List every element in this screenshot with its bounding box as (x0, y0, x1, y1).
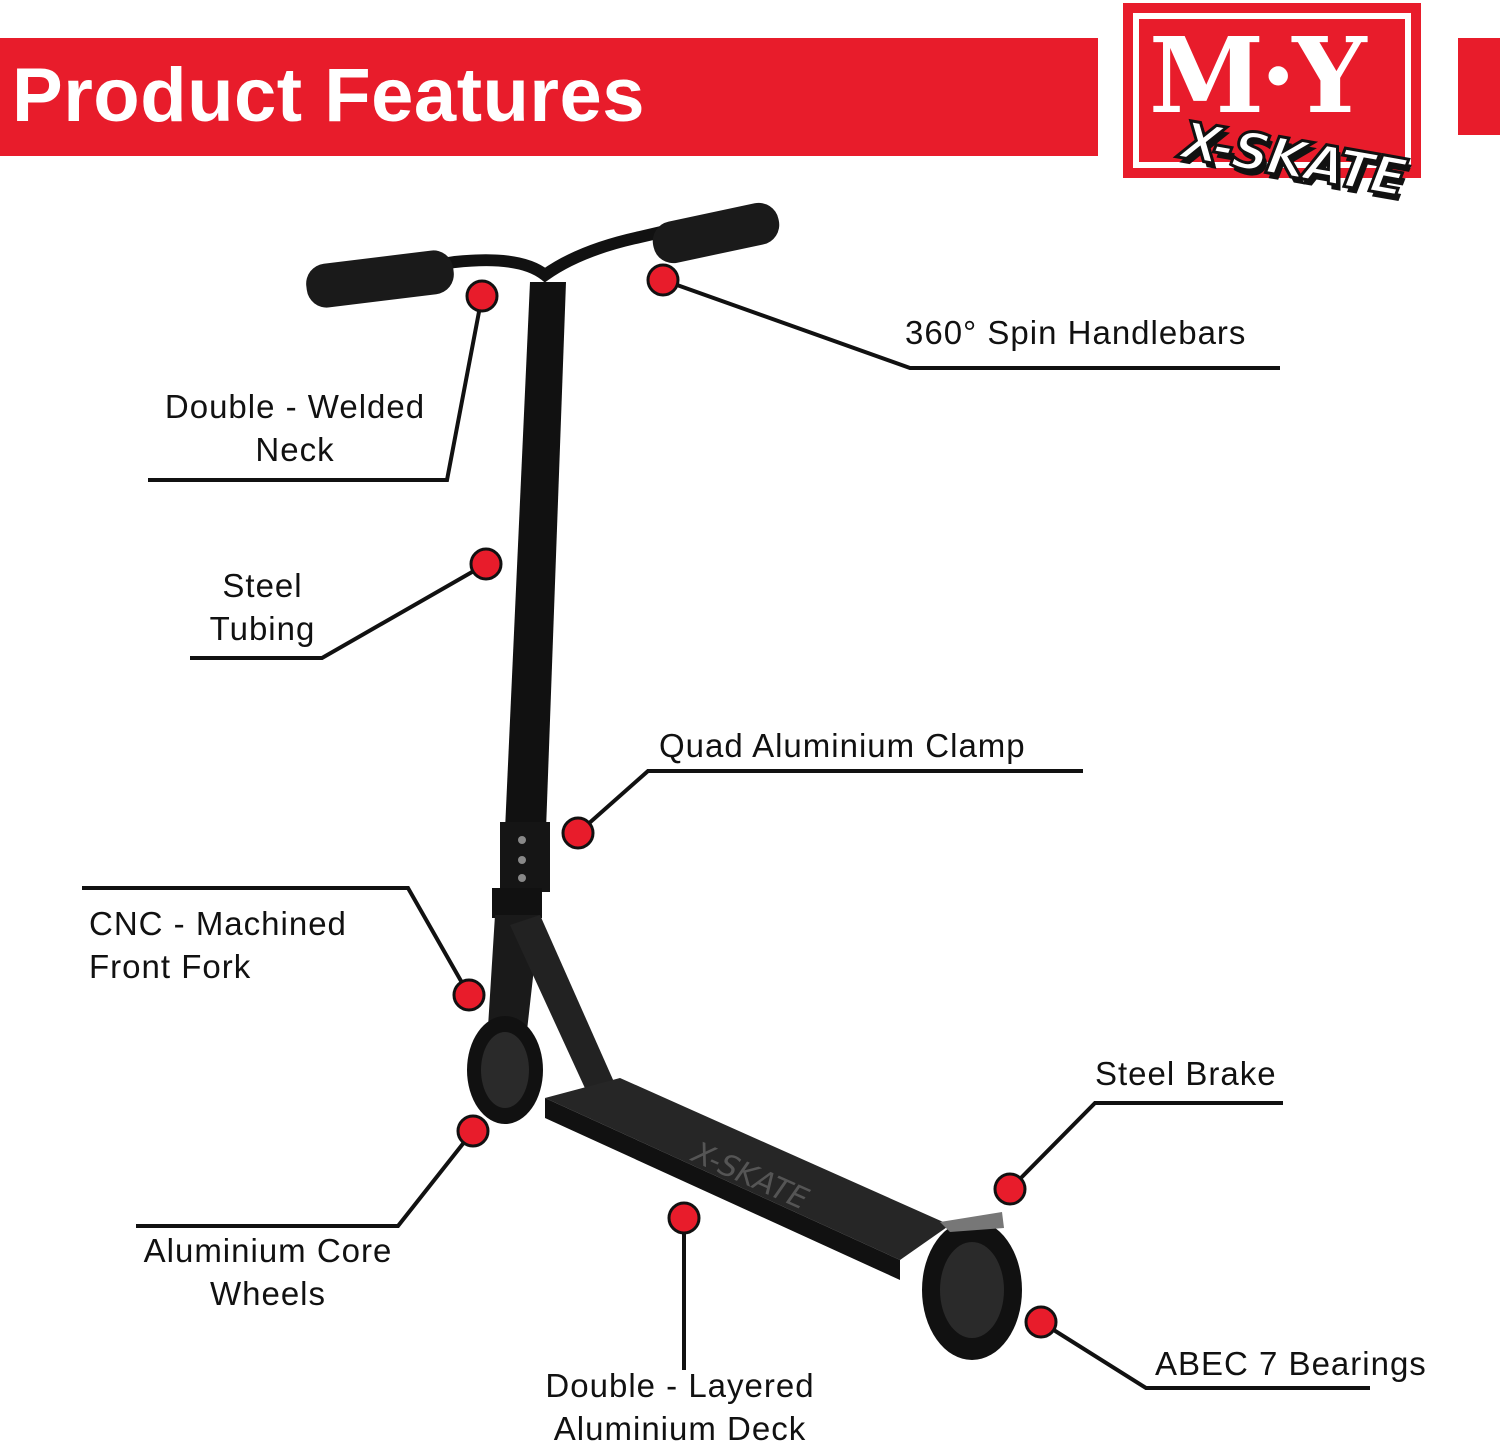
feature-label-brake: Steel Brake (1095, 1055, 1277, 1092)
feature-label-handlebars: 360° Spin Handlebars (905, 314, 1247, 351)
feature-label-bearings: ABEC 7 Bearings (1155, 1345, 1427, 1382)
marker-dot (452, 978, 486, 1012)
leader-lines (82, 278, 1370, 1390)
brand-logo: M·Y (1123, 3, 1421, 178)
marker-dot (561, 816, 595, 850)
marker-dot (667, 1201, 701, 1235)
marker-dot (993, 1172, 1027, 1206)
marker-dot (646, 263, 680, 297)
marker-dot (456, 1114, 490, 1148)
header-banner-right (1458, 38, 1500, 135)
marker-dot (465, 279, 499, 313)
header-banner (0, 38, 1098, 156)
marker-dot (1024, 1305, 1058, 1339)
page-title: Product Features (12, 53, 646, 138)
marker-dot (469, 547, 503, 581)
scooter-illustration: X-SKATE (306, 202, 1022, 1360)
feature-label-clamp: Quad Aluminium Clamp (659, 727, 1026, 764)
